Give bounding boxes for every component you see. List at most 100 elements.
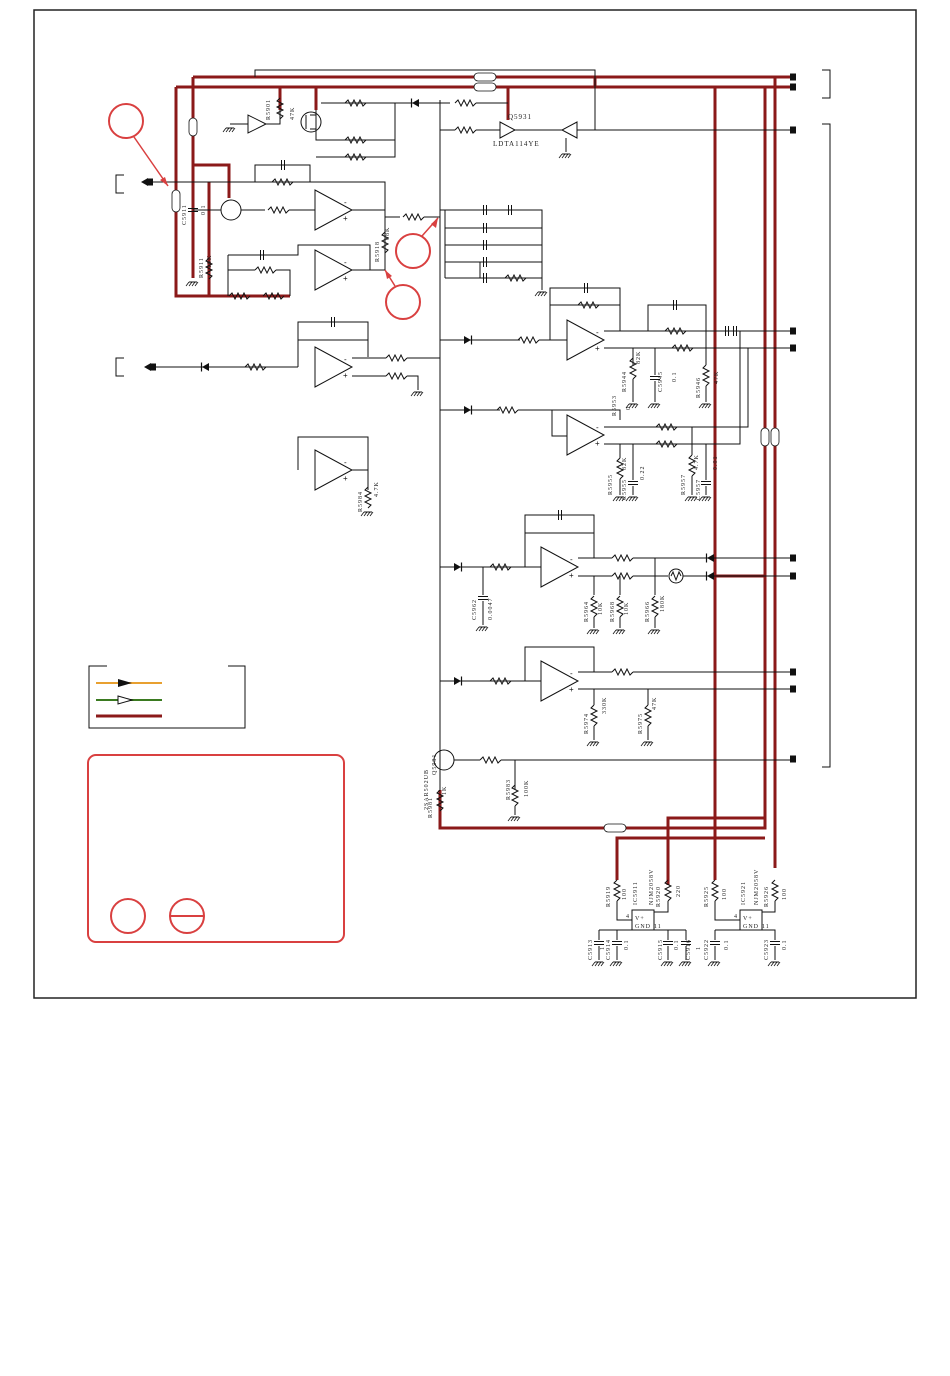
component-label: +: [343, 474, 348, 483]
component-label: C5913: [588, 939, 594, 960]
component-label: 0.1: [672, 372, 678, 383]
mosfet-symbol: [300, 111, 322, 133]
component-label: IC5911: [633, 881, 639, 905]
bracket-top: [822, 69, 831, 99]
component-label: +: [595, 439, 600, 448]
component-label: +: [343, 214, 348, 223]
component-label: R5983: [506, 779, 512, 800]
component-label: R5944: [622, 371, 628, 392]
component-label: R5946: [696, 377, 702, 398]
component-label: 0.1: [624, 940, 630, 951]
q5981-block: 2SAR502UB Q5981 R5981 1K R5983 100K: [424, 749, 790, 822]
note-box: [87, 754, 345, 943]
component-label: +: [569, 571, 574, 580]
component-label: 0.1: [674, 940, 680, 951]
component-label: C5922: [704, 939, 710, 960]
component-label: +: [343, 274, 348, 283]
component-label: R5964: [584, 601, 590, 622]
component-label: R5920: [656, 886, 662, 907]
component-label: R5953: [612, 395, 618, 416]
callout-markers: [108, 103, 439, 320]
amp-block-2: - +: [144, 316, 440, 397]
component-label: 47K: [290, 107, 296, 120]
component-label: C5915: [658, 939, 664, 960]
component-label: -: [570, 555, 573, 564]
component-label: R5901: [266, 99, 272, 120]
component-label: LDTA114YE: [493, 140, 540, 148]
component-label: C5955: [622, 479, 628, 500]
component-label: R5968: [610, 601, 616, 622]
component-label: R5981: [428, 797, 434, 818]
component-label: R5926: [764, 886, 770, 907]
diagram-frame: [33, 9, 917, 999]
amp-block-1: - + C5911 0.1 R5911 10K R5918 68K - +: [141, 159, 440, 300]
component-label: V+: [743, 916, 753, 922]
component-label: 82K: [622, 457, 628, 470]
component-label: +: [569, 685, 574, 694]
terminals-right: [790, 73, 796, 763]
amp-block-b: - + R5953 0 R5955 82K C5955 0.22 R5957 4…: [440, 331, 749, 502]
component-label: 4: [734, 914, 738, 920]
component-label: 0.1: [201, 205, 207, 216]
ic-power-block: R5919 100 V+ GND 4 11 IC5911 NJM2058V R5…: [588, 869, 788, 967]
component-label: R5955: [608, 474, 614, 495]
component-label: C5914: [606, 939, 612, 960]
component-label: 4.7K: [694, 454, 700, 470]
component-label: R5911: [199, 257, 205, 278]
component-label: NJM2058V: [754, 869, 760, 905]
component-label: 330K: [602, 697, 608, 714]
component-label: -: [570, 669, 573, 678]
component-label: -: [344, 458, 347, 467]
cap-bank: [440, 204, 548, 297]
component-label: +: [595, 344, 600, 353]
component-label: C5911: [182, 204, 188, 225]
ferrite-beads: [171, 72, 780, 833]
amp-block-d: - + R5974 330K R5975 47K: [440, 646, 790, 747]
component-label: 10K: [207, 255, 213, 268]
bracket-left-1: [115, 174, 124, 194]
component-label: C5916: [686, 939, 692, 960]
component-label: C5957: [696, 479, 702, 500]
component-label: R5918: [375, 241, 381, 262]
component-label: 0.01: [713, 456, 719, 471]
component-label: R5974: [584, 713, 590, 734]
component-label: NJM2058V: [649, 869, 655, 905]
bracket-left-2: [115, 357, 124, 377]
component-label: C5923: [764, 939, 770, 960]
component-label: 4: [626, 914, 630, 920]
component-label: 10K: [624, 602, 630, 615]
component-label: -: [344, 258, 347, 267]
component-label: -: [596, 423, 599, 432]
component-label: 0.1: [782, 940, 788, 951]
amp-block-c: C5962 0.0047 - + R5964 10K R5968 10K: [440, 509, 790, 635]
component-label: 4.7K: [374, 481, 380, 497]
component-label: C5945: [658, 371, 664, 392]
component-label: 100K: [524, 780, 530, 797]
component-label: R5957: [681, 474, 687, 495]
component-label: 10K: [598, 602, 604, 615]
component-label: 47K: [714, 371, 720, 384]
component-label: R5925: [704, 886, 710, 907]
bracket-right: [822, 123, 831, 768]
component-label: 0: [626, 406, 632, 410]
component-label: 2SAR502UB: [424, 769, 430, 810]
amp-block-a: - + R5944 82K C5945 0.1 R5946 47K: [440, 282, 790, 409]
component-label: C5962: [472, 599, 478, 620]
top-section: R5901 47K Q5931 LDTA114YE: [222, 69, 790, 790]
component-label: R5966: [645, 601, 651, 622]
legend-box: [88, 665, 246, 729]
amp-block-3: - + R5984 4.7K: [297, 436, 380, 517]
component-label: 1: [696, 946, 702, 950]
component-label: -: [344, 355, 347, 364]
component-label: 220: [676, 885, 682, 897]
component-label: 0.1: [724, 940, 730, 951]
component-label: R5919: [606, 886, 612, 907]
component-label: 0.0047: [488, 598, 494, 621]
component-label: 1K: [442, 786, 448, 795]
component-label: GND: [743, 924, 759, 930]
component-label: GND: [635, 924, 651, 930]
power-lines: [174, 75, 790, 885]
component-label: -: [344, 198, 347, 207]
component-label: 100: [622, 888, 628, 900]
